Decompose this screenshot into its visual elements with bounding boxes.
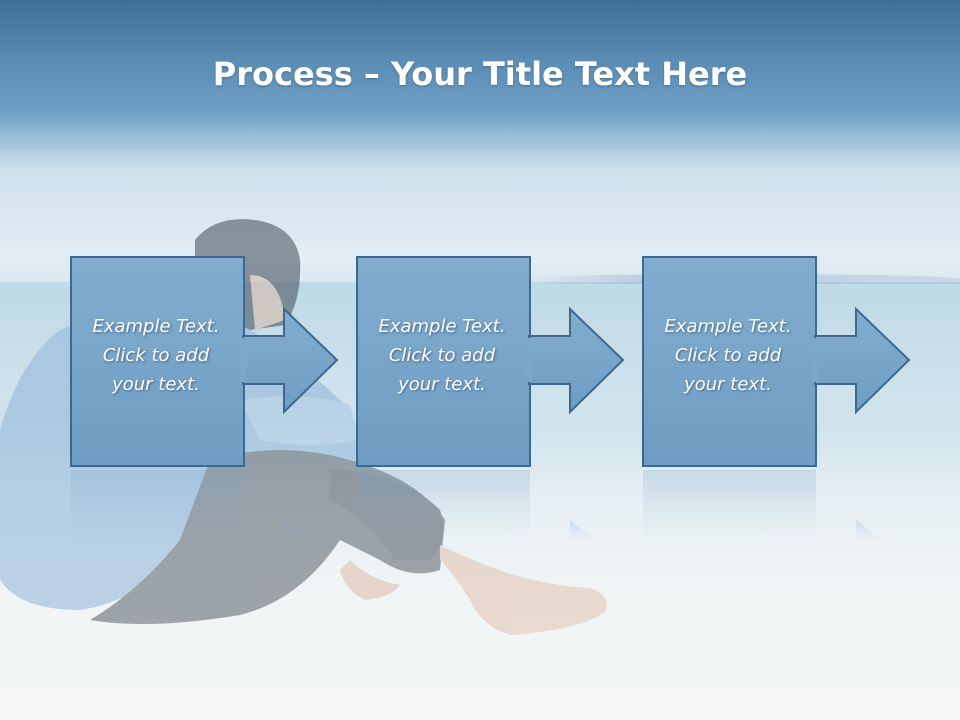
step-1-line-3: your text. xyxy=(112,374,200,395)
step-2-text[interactable]: Example Text. Click to add your text. xyxy=(356,312,528,399)
title-bold: Process xyxy=(212,55,353,93)
step-1-line-2: Click to add xyxy=(102,345,210,366)
step-3-arrow-shape xyxy=(642,256,911,467)
step-2-reflection xyxy=(357,470,596,540)
step-1-text[interactable]: Example Text. Click to add your text. xyxy=(70,312,242,399)
step-3-text[interactable]: Example Text. Click to add your text. xyxy=(642,312,814,399)
step-2-arrow-shape xyxy=(356,256,625,467)
step-2-line-2: Click to add xyxy=(388,345,496,366)
step-3-line-1: Example Text. xyxy=(664,316,792,337)
step-2-line-3: your text. xyxy=(398,374,486,395)
process-step-2[interactable]: Example Text. Click to add your text. xyxy=(356,256,696,468)
slide-title[interactable]: Process – Your Title Text Here xyxy=(0,52,960,96)
step-3-reflection xyxy=(643,470,882,540)
step-2-line-1: Example Text. xyxy=(378,316,506,337)
process-step-3[interactable]: Example Text. Click to add your text. xyxy=(642,256,942,468)
step-3-line-3: your text. xyxy=(684,374,772,395)
step-1-arrow-shape xyxy=(70,256,339,467)
step-3-line-2: Click to add xyxy=(674,345,782,366)
header-band xyxy=(0,0,960,150)
step-1-line-1: Example Text. xyxy=(92,316,220,337)
process-step-1[interactable]: Example Text. Click to add your text. xyxy=(70,256,410,468)
step-1-reflection xyxy=(71,470,310,540)
title-rest: – Your Title Text Here xyxy=(352,55,748,93)
